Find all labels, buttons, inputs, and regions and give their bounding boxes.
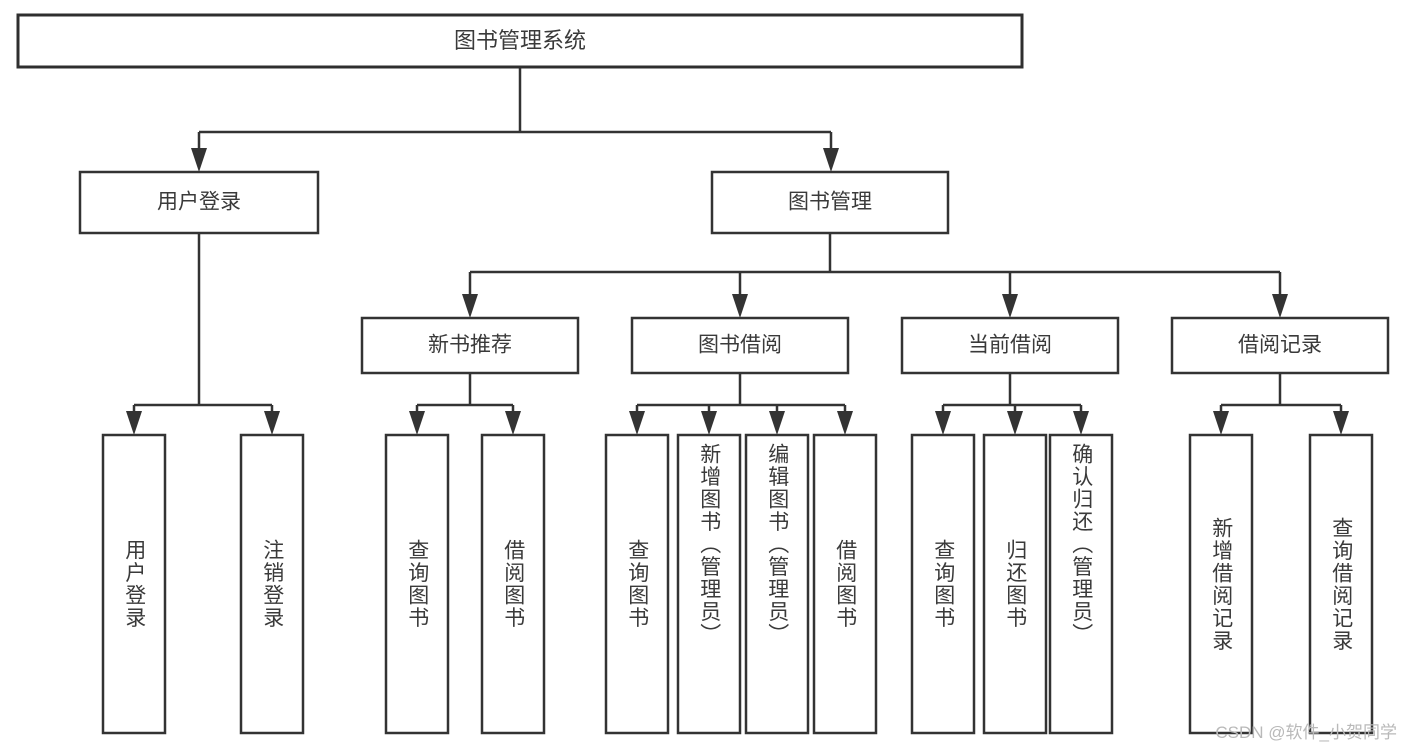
arrow-head-leaf-add-book-admin [701,411,717,435]
node-user-login[interactable]: 用户登录 [78,170,320,235]
node-user-login-box[interactable] [78,170,320,235]
arrow-head-leaf-query-borrow-record [1333,411,1349,435]
arrow-head-leaf-borrow-books-2 [837,411,853,435]
leaf-box-return-books[interactable] [982,433,1048,735]
arrow-head-leaf-return-books [1007,411,1023,435]
node-root-system-box[interactable] [16,13,1024,69]
arrow-head-user-login [191,148,207,172]
connector-group-current-borrow [935,373,1089,435]
connector-group-root [191,67,839,172]
connector-group-book-manage [462,233,1288,318]
arrow-head-leaf-query-books-2 [629,411,645,435]
node-book-borrow-box[interactable] [630,316,850,375]
arrow-head-book-manage [823,148,839,172]
leaf-box-user-login[interactable] [101,433,167,735]
leaf-box-query-books-1[interactable] [384,433,450,735]
node-borrow-record-label: 借阅记录 [1238,334,1322,357]
node-root-system-label: 图书管理系统 [454,28,586,53]
node-current-borrow[interactable]: 当前借阅 [900,316,1120,375]
leaf-box-borrow-books-1[interactable] [480,433,546,735]
arrow-head-borrow-record [1272,294,1288,318]
leaf-box-borrow-books-2[interactable] [812,433,878,735]
leaf-box-confirm-return-admin[interactable] [1048,433,1114,735]
node-new-book-rec-label: 新书推荐 [428,334,512,357]
node-current-borrow-box[interactable] [900,316,1120,375]
leaf-box-edit-book-admin[interactable] [744,433,810,735]
arrow-head-leaf-edit-book-admin [769,411,785,435]
node-new-book-rec-box[interactable] [360,316,580,375]
leaf-box-add-book-admin[interactable] [676,433,742,735]
arrow-head-leaf-query-books-1 [409,411,425,435]
node-book-manage-box[interactable] [710,170,950,235]
node-book-borrow-label: 图书借阅 [698,334,782,357]
leaf-box-query-books-3[interactable] [910,433,976,735]
leaf-box-logout[interactable] [239,433,305,735]
leaf-box-add-borrow-record[interactable] [1188,433,1254,735]
node-user-login-label: 用户登录 [157,191,241,214]
arrow-head-leaf-confirm-return-admin [1073,411,1089,435]
arrow-head-book-borrow [732,294,748,318]
arrow-head-leaf-query-books-3 [935,411,951,435]
connector-group-user-login [126,233,280,435]
node-new-book-rec[interactable]: 新书推荐 [360,316,580,375]
leaf-box-query-borrow-record[interactable] [1308,433,1374,735]
connector-group-book-borrow [629,373,853,435]
arrow-head-current-borrow [1002,294,1018,318]
node-book-manage-label: 图书管理 [788,191,872,214]
connector-group-borrow-record [1213,373,1349,435]
arrow-head-leaf-borrow-books-1 [505,411,521,435]
node-book-manage[interactable]: 图书管理 [710,170,950,235]
node-borrow-record[interactable]: 借阅记录 [1170,316,1390,375]
node-borrow-record-box[interactable] [1170,316,1390,375]
arrow-head-leaf-logout [264,411,280,435]
node-current-borrow-label: 当前借阅 [968,334,1052,357]
node-root-system[interactable]: 图书管理系统 [16,13,1024,69]
csdn-watermark: CSDN @软件_小贺同学 [1215,723,1397,742]
connector-group-new-book-rec [409,373,521,435]
leaf-box-query-books-2[interactable] [604,433,670,735]
node-book-borrow[interactable]: 图书借阅 [630,316,850,375]
arrow-head-leaf-user-login [126,411,142,435]
arrow-head-new-book-rec [462,294,478,318]
arrow-head-leaf-add-borrow-record [1213,411,1229,435]
